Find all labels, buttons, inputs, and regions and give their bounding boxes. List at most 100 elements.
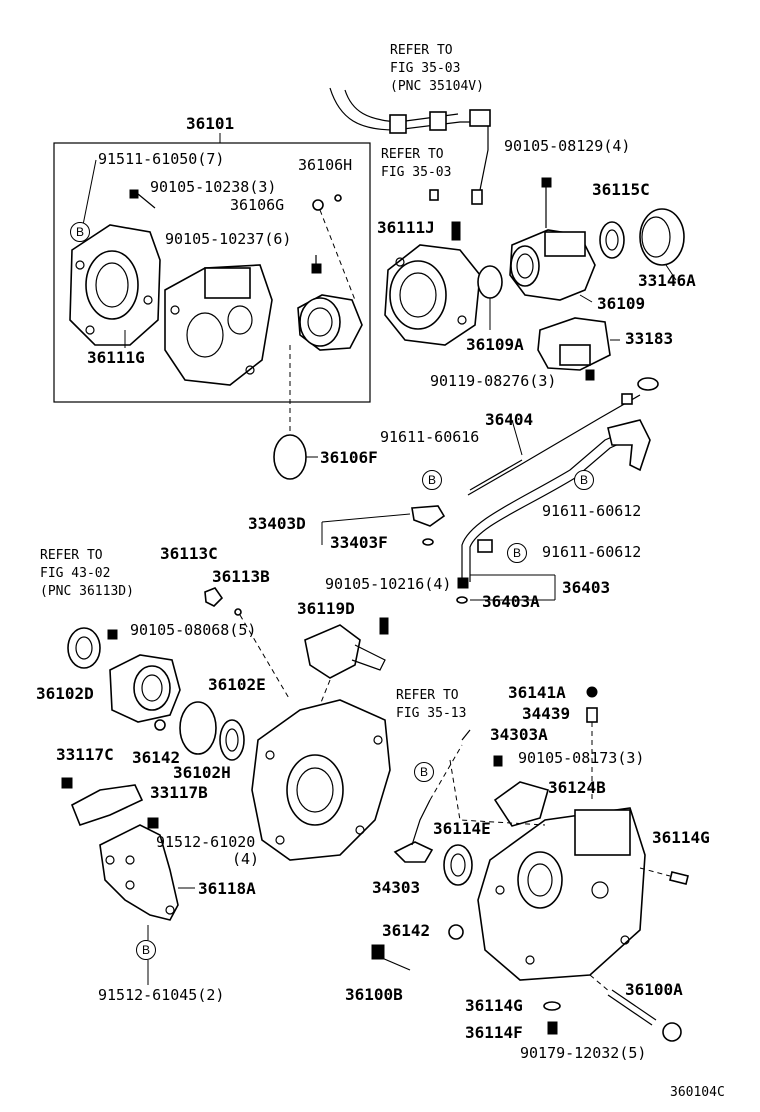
nut-36142-bottom: [448, 924, 464, 940]
label-34439: 34439: [522, 704, 571, 723]
pin-34303a: [461, 729, 471, 741]
label-36114g-a: 36114G: [652, 828, 710, 847]
plug-ref-35-03: [429, 189, 439, 201]
label-90105-10238: 90105-10238(3): [150, 178, 277, 196]
callout-b-4: B: [507, 543, 527, 563]
rear-housing-36111j: [384, 244, 481, 346]
label-90105-10237: 90105-10237(6): [165, 230, 292, 248]
label-36101: 36101: [186, 114, 235, 133]
bolt-33117c: [61, 777, 73, 789]
plug-36106g: [312, 199, 324, 211]
cover-36124b: [493, 781, 549, 827]
label-36403a: 36403A: [482, 592, 540, 611]
label-36114g-b: 36114G: [465, 996, 523, 1015]
label-91611-60616: 91611-60616: [380, 428, 480, 446]
label-36113b: 36113B: [212, 567, 270, 586]
label-33183: 33183: [625, 329, 674, 348]
washer-36114g-bottom: [543, 1001, 561, 1011]
label-refer-43-02-1: REFER TO: [40, 548, 103, 563]
label-refer-35-03-b-1: REFER TO: [381, 147, 444, 162]
cap-33403d: [411, 505, 446, 527]
label-36114f: 36114F: [465, 1023, 523, 1042]
shift-fork-34303: [393, 799, 434, 863]
label-91512-61020: 91512-61020: [156, 833, 256, 851]
bolt-90105-10216: [457, 577, 469, 589]
rear-case-half: [477, 807, 646, 981]
label-refer-35-13-2: FIG 35-13: [396, 706, 467, 721]
label-91512-61020-qty: (4): [232, 850, 260, 868]
label-36118a: 36118A: [198, 879, 256, 898]
label-90105-10216: 90105-10216(4): [325, 575, 452, 593]
o-ring-33403f: [422, 538, 434, 546]
label-36124b: 36124B: [548, 778, 606, 797]
label-refer-35-03-b-2: FIG 35-03: [381, 165, 452, 180]
callout-b-2: B: [422, 470, 442, 490]
stud-36100b: [371, 944, 411, 971]
mount-33183: [537, 317, 611, 371]
callout-b-1: B: [70, 222, 90, 242]
label-refer-35-03-a-3: (PNC 35104V): [390, 79, 484, 94]
dipstick-36404: [467, 377, 659, 496]
oil-seal-36115c: [599, 221, 625, 259]
label-90179-12032: 90179-12032(5): [520, 1044, 647, 1062]
plug-36114f: [547, 1021, 558, 1035]
transfer-case-front: [164, 264, 273, 386]
label-36106f: 36106F: [320, 448, 378, 467]
washer-36106h: [334, 194, 342, 202]
bolt-90105-08173: [493, 755, 503, 767]
bolt-90119-08276: [585, 369, 595, 381]
label-90105-08173: 90105-08173(3): [518, 749, 645, 767]
label-91512-61045: 91512-61045(2): [98, 986, 225, 1004]
label-33403f: 33403F: [330, 533, 388, 552]
breather-34439: [586, 707, 598, 723]
label-36403: 36403: [562, 578, 611, 597]
bracket-33117b: [70, 784, 144, 826]
label-refer-35-03-a-1: REFER TO: [390, 43, 453, 58]
callout-b-6: B: [136, 940, 156, 960]
bearing-retainer: [297, 294, 363, 351]
seal-36102e: [219, 719, 245, 761]
gasket-36113b: [234, 608, 242, 616]
bolt-90105-08129: [541, 177, 552, 188]
bolt-91512-61020: [147, 817, 159, 829]
gasket-36403a: [456, 596, 468, 604]
label-36102d: 36102D: [36, 684, 94, 703]
label-36115c: 36115C: [592, 180, 650, 199]
stud-36100a: [607, 989, 657, 1026]
label-36109: 36109: [597, 294, 646, 313]
label-36114e: 36114E: [433, 819, 491, 838]
nut-90179-12032: [662, 1022, 682, 1042]
o-ring-36106f: [273, 434, 307, 480]
label-91611-60612-a: 91611-60612: [542, 502, 642, 520]
adapter-36119d: [304, 624, 386, 679]
label-36109a: 36109A: [466, 335, 524, 354]
plug-36141a: [586, 686, 598, 698]
label-36106h: 36106H: [298, 156, 353, 174]
label-91611-60612-b: 91611-60612: [542, 543, 642, 561]
label-36141a: 36141A: [508, 683, 566, 702]
label-90105-08068: 90105-08068(5): [130, 621, 257, 639]
retainer-36102d: [109, 654, 181, 723]
bolt-90105-10216-b: [379, 617, 389, 635]
pin-36111j: [451, 221, 461, 241]
label-36100a: 36100A: [625, 980, 683, 999]
label-36102h: 36102H: [173, 763, 231, 782]
label-36404: 36404: [485, 410, 534, 429]
label-36106g: 36106G: [230, 196, 285, 214]
label-90119-08276: 90119-08276(3): [430, 372, 557, 390]
bolt-90105-08068: [107, 629, 118, 640]
label-refer-43-02-3: (PNC 36113D): [40, 584, 134, 599]
label-36100b: 36100B: [345, 985, 403, 1004]
figure-code: 360104C: [670, 1085, 725, 1100]
label-36102e: 36102E: [208, 675, 266, 694]
label-33146a: 33146A: [638, 271, 696, 290]
label-36142-b: 36142: [382, 921, 431, 940]
callout-b-5: B: [414, 762, 434, 782]
label-36142-a: 36142: [132, 748, 181, 767]
label-91511-61050: 91511-61050(7): [98, 150, 225, 168]
front-case-half: [251, 699, 391, 861]
dust-cover-33146a: [639, 208, 685, 266]
switch-36113c: [204, 587, 224, 607]
subassembly-box-36101: [53, 142, 371, 403]
seal-36114e: [443, 844, 473, 886]
